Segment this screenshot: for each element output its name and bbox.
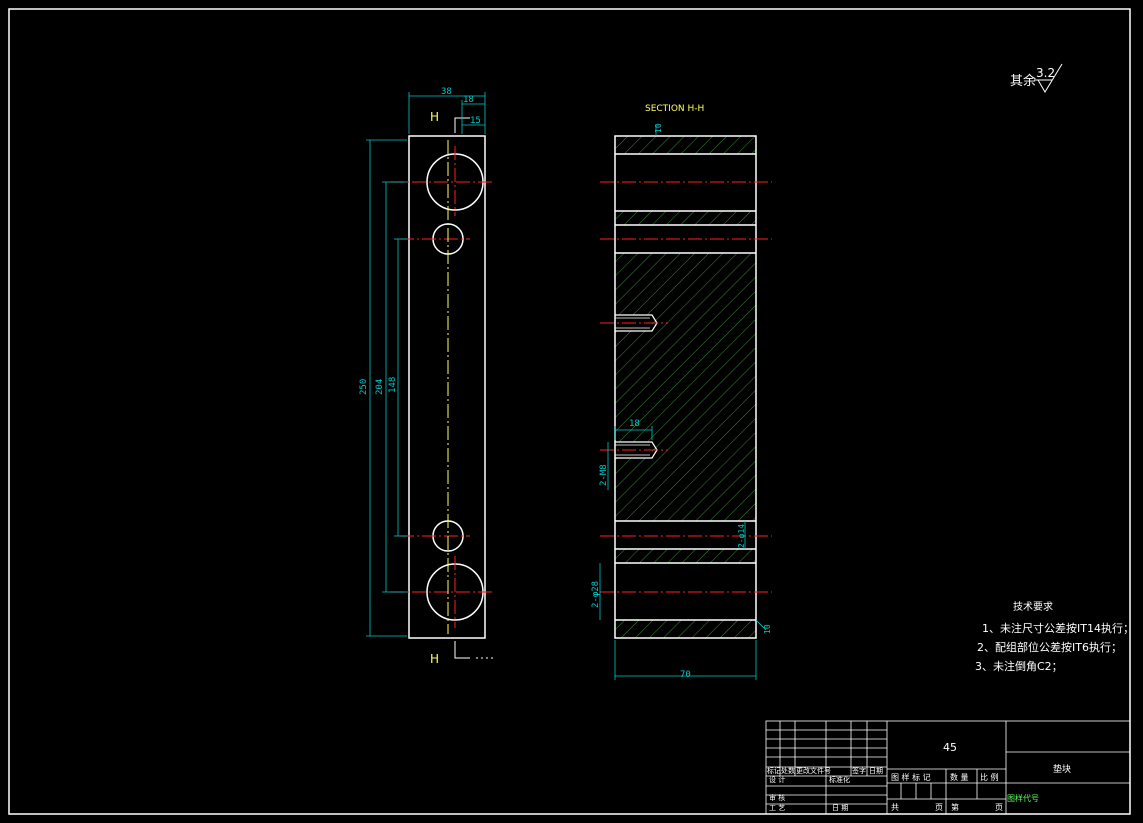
section-bore-lines (615, 153, 756, 621)
revision-header-doc: 更改文件号 (796, 766, 831, 775)
dim-18: 18 (463, 95, 474, 105)
roughness-symbol: 其余 3.2 (1010, 63, 1063, 93)
dim-thread-2m8: 2-M8 (599, 464, 609, 486)
tech-item-3: 3、未注倒角C2； (975, 659, 1063, 673)
dim-148: 148 (388, 377, 398, 393)
scale-label: 比 例 (980, 772, 999, 782)
dim-depth-18: 18 (629, 419, 640, 429)
total-label: 共 (891, 803, 899, 812)
part-name: 垫块 (1053, 763, 1071, 775)
hatch-bottom (615, 620, 756, 638)
dim-15: 15 (470, 116, 481, 126)
material: 45 (943, 741, 957, 754)
date-label: 日 期 (832, 804, 848, 812)
check-label: 审 核 (769, 793, 785, 802)
section-view: SECTION H-H (591, 104, 772, 680)
design-label: 设 计 (769, 775, 785, 784)
dim-bottom-10: 10 (763, 624, 772, 634)
front-view: H H 38 18 15 250 204 148 (359, 87, 495, 666)
revision-header-mark: 标记 (767, 766, 781, 775)
roughness-prefix: 其余 (1010, 73, 1036, 89)
section-line-top (454, 117, 470, 133)
tech-item-2: 2、配组部位公差按IT6执行； (977, 640, 1122, 654)
drawing-border (8, 8, 1131, 815)
dim-hole-2phi14: 2-φ14 (737, 524, 746, 548)
section-mark-bottom: H (430, 652, 439, 666)
standardize-label: 标准化 (829, 775, 850, 784)
section-title: SECTION H-H (645, 104, 704, 114)
hatch-lower (615, 549, 756, 563)
dim-width-38: 38 (441, 87, 452, 97)
dim-width-70: 70 (680, 670, 691, 680)
quantity-label: 数 量 (950, 772, 969, 782)
tech-item-1: 1、未注尺寸公差按IT14执行； (982, 621, 1134, 635)
dim-204: 204 (375, 379, 385, 395)
section-centerlines (600, 181, 772, 593)
drawing-no-label: 图样代号 (1007, 793, 1039, 803)
revision-header-sign: 签字 (852, 766, 866, 775)
hatch-top (615, 136, 756, 154)
section-outline (614, 135, 757, 639)
section-line-bottom (454, 641, 470, 659)
page-label: 第 (951, 802, 959, 812)
front-dimension-lines (366, 92, 486, 637)
revision-header-count: 处数 (781, 766, 795, 775)
process-label: 工 艺 (769, 804, 785, 812)
title-block-text: 45 垫块 图样代号 标记 处数 更改文件号 签字 日期 设 计 标准化 审 核… (767, 741, 1071, 812)
section-mark-top: H (430, 110, 439, 124)
hatch-center (615, 253, 756, 521)
dim-height-250: 250 (359, 379, 369, 395)
tech-title: 技术要求 (1013, 600, 1053, 613)
page2-label: 页 (995, 803, 1003, 812)
stage-marks-label: 图 样 标 记 (891, 772, 931, 782)
revision-header-date: 日期 (869, 767, 883, 775)
roughness-check-icon (1037, 63, 1063, 93)
hatch-mid-small (615, 211, 756, 225)
dim-hole-2phi28: 2-φ28 (591, 581, 601, 608)
sheet-label: 页 (935, 803, 943, 812)
front-outline (408, 135, 486, 639)
roughness-value: 3.2 (1036, 66, 1055, 80)
tech-requirements: 技术要求 1、未注尺寸公差按IT14执行； 2、配组部位公差按IT6执行； 3、… (975, 600, 1134, 673)
section-dimension-lines (599, 125, 767, 680)
front-centerlines (390, 146, 495, 628)
title-block (765, 720, 1131, 815)
dim-top-10: 10 (654, 123, 663, 133)
